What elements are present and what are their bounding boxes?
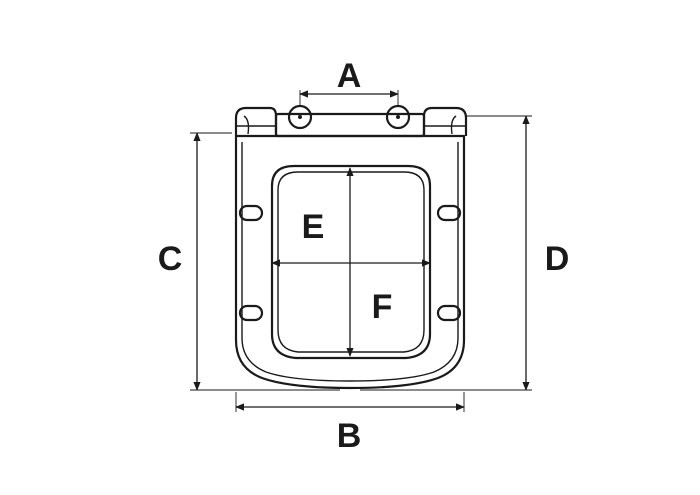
dimension-c — [190, 132, 340, 391]
dimension-b — [235, 392, 465, 412]
seat-inner-opening — [270, 164, 432, 360]
seat-bumpers — [238, 204, 462, 322]
label-e: E — [302, 208, 325, 246]
dimension-a — [299, 90, 399, 106]
label-d: D — [545, 240, 570, 278]
label-c: C — [158, 240, 183, 278]
hinge-assembly — [234, 104, 468, 138]
label-b: B — [337, 417, 362, 455]
label-a: A — [337, 57, 362, 95]
seat-outer-outline — [234, 134, 466, 390]
label-f: F — [372, 288, 393, 326]
dimension-d — [360, 115, 532, 391]
